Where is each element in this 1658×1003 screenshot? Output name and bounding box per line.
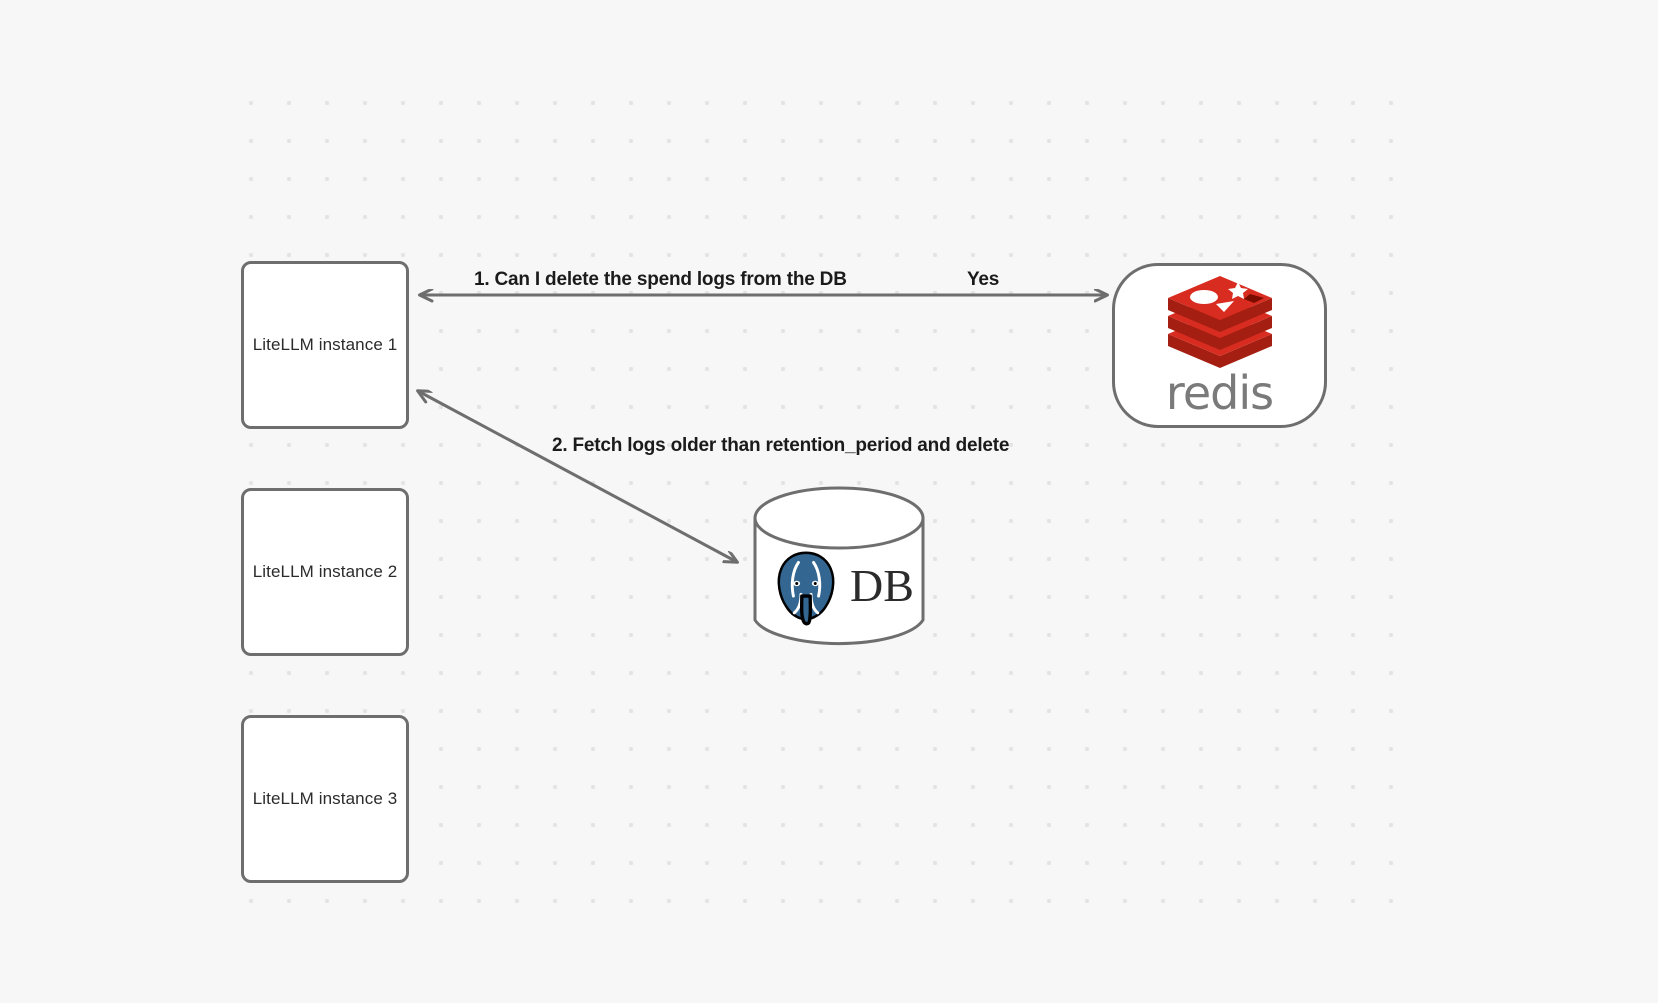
- edge-label-step-2: 2. Fetch logs older than retention_perio…: [552, 435, 1010, 456]
- db-label: DB: [850, 559, 914, 611]
- node-db[interactable]: DB: [753, 487, 925, 650]
- node-label: LiteLLM instance 2: [252, 562, 398, 581]
- node-label: LiteLLM instance 1: [252, 335, 398, 354]
- redis-wordmark: redis: [1165, 365, 1274, 420]
- node-redis[interactable]: redis: [1112, 263, 1327, 428]
- node-label: LiteLLM instance 3: [252, 789, 398, 808]
- postgresql-elephant-icon: [777, 551, 835, 625]
- edge-label-step-1: 1. Can I delete the spend logs from the …: [474, 269, 847, 290]
- edge-label-yes: Yes: [967, 269, 1000, 290]
- node-litellm-instance-3[interactable]: LiteLLM instance 3: [241, 715, 409, 883]
- node-litellm-instance-2[interactable]: LiteLLM instance 2: [241, 488, 409, 656]
- node-litellm-instance-1[interactable]: LiteLLM instance 1: [241, 261, 409, 429]
- edge-litellm1-db: [418, 391, 737, 562]
- redis-logo-icon: [1167, 275, 1272, 368]
